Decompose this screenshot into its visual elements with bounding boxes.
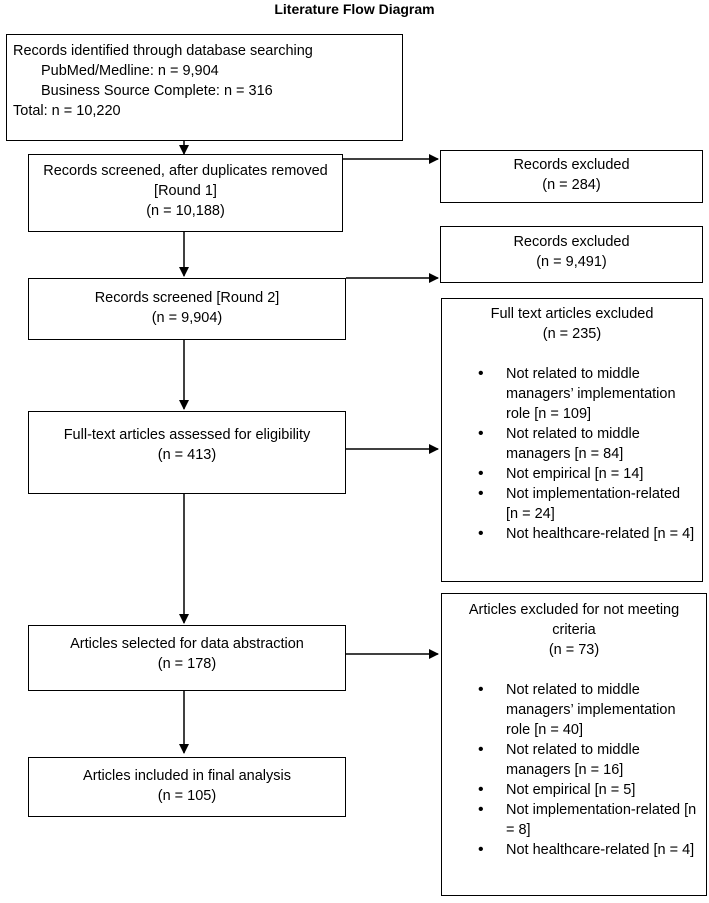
list-item: Not related to middle managers’ implemen…: [442, 364, 702, 424]
selected-line1: Articles selected for data abstraction: [70, 636, 304, 652]
included-line1: Articles included in final analysis: [83, 768, 291, 784]
selected-line2: (n = 178): [157, 656, 217, 672]
identified-heading: Records identified through database sear…: [13, 43, 313, 59]
criteria-excluded-list: Not related to middle managers’ implemen…: [442, 680, 706, 860]
fulltext-excluded-heading: Full text articles excluded: [490, 306, 654, 322]
list-item: Not implementation-related [n = 8]: [442, 800, 706, 840]
excluded-round1-box: Records excluded (n = 284): [440, 150, 703, 203]
identified-box: Records identified through database sear…: [6, 34, 403, 141]
screened1-line2: [Round 1]: [154, 183, 217, 199]
fulltext-assessed-box: Full-text articles assessed for eligibil…: [28, 411, 346, 494]
excluded-round2-box: Records excluded (n = 9,491): [440, 226, 703, 283]
excluded2-line2: (n = 9,491): [536, 254, 607, 270]
screened-round1-box: Records screened, after duplicates remov…: [28, 154, 343, 232]
fulltext-excluded-list: Not related to middle managers’ implemen…: [442, 364, 702, 544]
criteria-excluded-heading: Articles excluded for not meeting criter…: [468, 602, 680, 638]
fulltext-excluded-count: (n = 235): [542, 326, 602, 342]
fulltext-excluded-box: Full text articles excluded (n = 235) No…: [441, 298, 703, 582]
list-item: Not healthcare-related [n = 4]: [442, 840, 706, 860]
excluded1-line2: (n = 284): [542, 177, 601, 193]
fulltext-line1: Full-text articles assessed for eligibil…: [63, 427, 311, 443]
list-item: Not related to middle managers [n = 16]: [442, 740, 706, 780]
list-item: Not related to middle managers’ implemen…: [442, 680, 706, 740]
list-item: Not healthcare-related [n = 4]: [442, 524, 702, 544]
identified-total: Total: n = 10,220: [13, 103, 121, 119]
excluded1-line1: Records excluded: [513, 157, 630, 173]
diagram-title: Literature Flow Diagram: [274, 1, 435, 17]
included-box: Articles included in final analysis (n =…: [28, 757, 346, 817]
list-item: Not empirical [n = 14]: [442, 464, 702, 484]
screened2-line1: Records screened [Round 2]: [94, 290, 280, 306]
selected-box: Articles selected for data abstraction (…: [28, 625, 346, 691]
screened1-line3: (n = 10,188): [146, 203, 225, 219]
criteria-excluded-box: Articles excluded for not meeting criter…: [441, 593, 707, 896]
screened-round2-box: Records screened [Round 2] (n = 9,904): [28, 278, 346, 340]
list-item: Not empirical [n = 5]: [442, 780, 706, 800]
identified-business-source: Business Source Complete: n = 316: [41, 83, 273, 99]
criteria-excluded-count: (n = 73): [548, 642, 600, 658]
screened2-line2: (n = 9,904): [151, 310, 223, 326]
list-item: Not implementation-related [n = 24]: [442, 484, 702, 524]
included-line2: (n = 105): [157, 788, 217, 804]
identified-pubmed: PubMed/Medline: n = 9,904: [41, 63, 219, 79]
screened1-line1: Records screened, after duplicates remov…: [43, 163, 328, 179]
list-item: Not related to middle managers [n = 84]: [442, 424, 702, 464]
fulltext-line2: (n = 413): [157, 447, 217, 463]
excluded2-line1: Records excluded: [513, 234, 630, 250]
